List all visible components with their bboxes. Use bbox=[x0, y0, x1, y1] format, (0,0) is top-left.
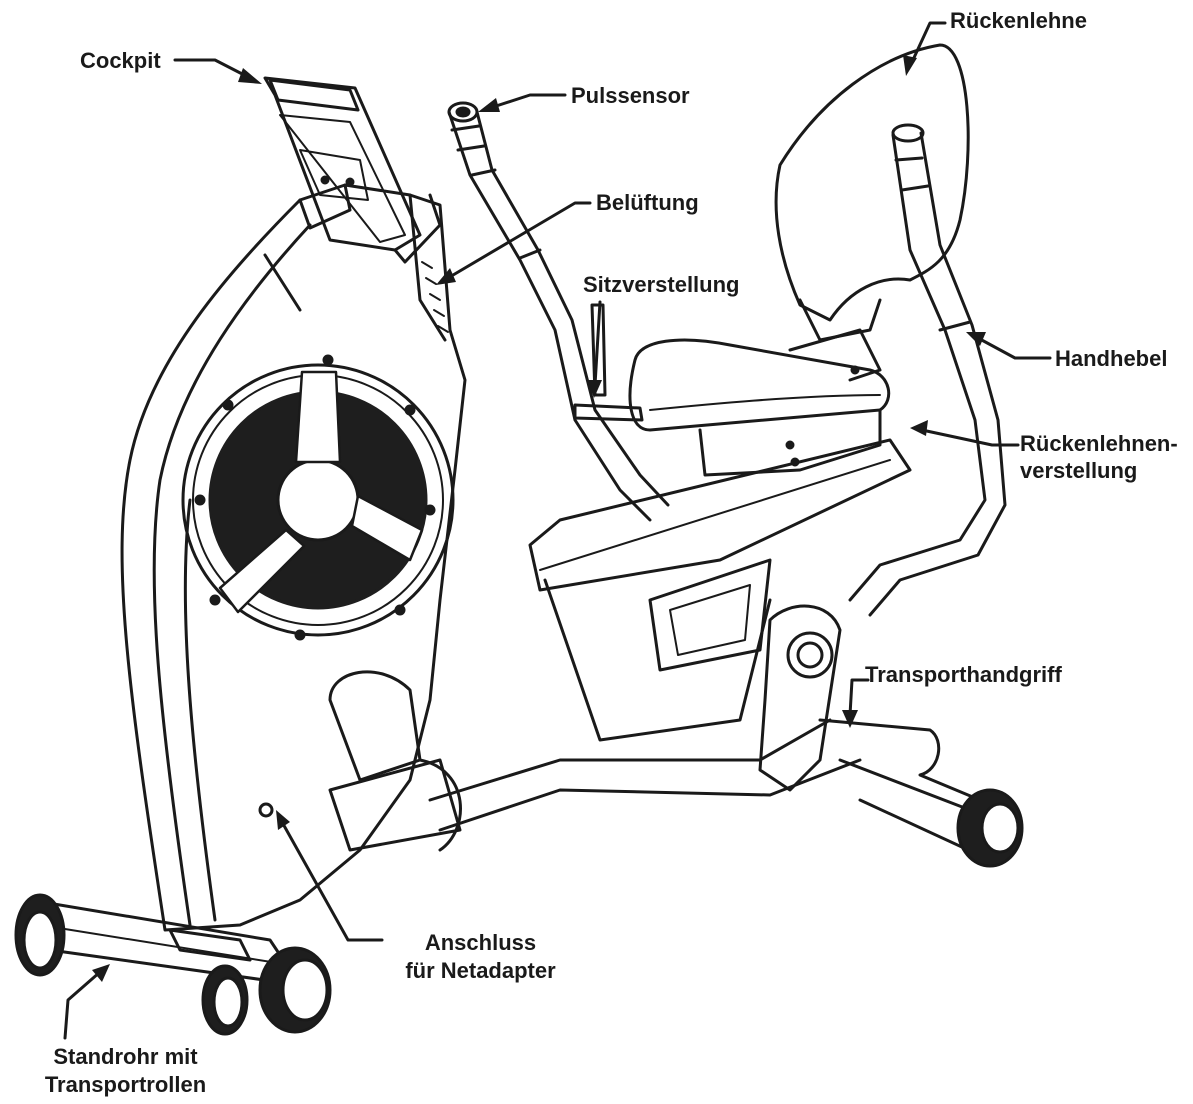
arrowhead-sitzverstellung bbox=[587, 380, 602, 398]
arrowhead-rueckenlehnenverstellung bbox=[910, 420, 928, 436]
arrowhead-transporthandgriff bbox=[842, 710, 858, 728]
leader-cockpit bbox=[173, 58, 252, 80]
label-cockpit: Cockpit bbox=[80, 48, 161, 73]
arrowhead-pulssensor bbox=[478, 98, 500, 112]
label-standrohr-line1: Standrohr mit bbox=[53, 1044, 198, 1069]
adapter-port bbox=[258, 802, 274, 818]
label-rueckenlehnenverstellung-line2: verstellung bbox=[1020, 458, 1138, 483]
pulse-handle bbox=[447, 101, 670, 522]
leader-belueftung bbox=[446, 201, 592, 280]
arrowhead-cockpit bbox=[238, 68, 262, 84]
arrowhead-standrohr bbox=[92, 964, 110, 982]
leader-handhebel bbox=[976, 336, 1052, 360]
label-sitzverstellung: Sitzverstellung bbox=[583, 272, 740, 297]
arrowhead-rueckenlehne bbox=[903, 55, 917, 76]
rear-stabilizer bbox=[818, 718, 1024, 868]
main-frame bbox=[428, 438, 912, 832]
label-anschluss-line2: für Netadapter bbox=[405, 958, 556, 983]
cockpit-console bbox=[263, 76, 442, 264]
leader-transporthandgriff bbox=[848, 678, 870, 717]
leader-standrohr bbox=[63, 970, 102, 1040]
leader-rueckenlehne bbox=[910, 21, 947, 64]
label-belueftung: Belüftung bbox=[596, 190, 699, 215]
right-handle bbox=[848, 123, 1007, 617]
leader-anschluss bbox=[280, 820, 384, 942]
label-transporthandgriff: Transporthandgriff bbox=[865, 662, 1062, 687]
leader-rueckenlehnenverstellung bbox=[920, 428, 1020, 447]
seat bbox=[573, 303, 891, 477]
arrowhead-anschluss bbox=[276, 810, 290, 830]
front-housing bbox=[120, 183, 467, 932]
ventilation-grill bbox=[421, 261, 449, 333]
label-rueckenlehne: Rückenlehne bbox=[950, 8, 1087, 33]
arrowhead-handhebel bbox=[966, 332, 986, 346]
flywheel bbox=[181, 354, 455, 641]
leader-sitzverstellung bbox=[593, 300, 602, 387]
arrowhead-belueftung bbox=[436, 268, 456, 285]
front-stabilizer bbox=[14, 893, 332, 1036]
crank-and-pedals bbox=[328, 604, 842, 852]
label-handhebel: Handhebel bbox=[1055, 346, 1168, 371]
label-anschluss-line1: Anschluss bbox=[424, 930, 537, 955]
backrest bbox=[774, 43, 970, 382]
leader-pulssensor bbox=[488, 93, 567, 110]
label-rueckenlehnenverstellung-line1: Rückenlehnen- bbox=[1020, 431, 1178, 456]
label-standrohr-line2: Transportrollen bbox=[44, 1072, 207, 1097]
label-pulssensor: Pulssensor bbox=[571, 83, 690, 108]
